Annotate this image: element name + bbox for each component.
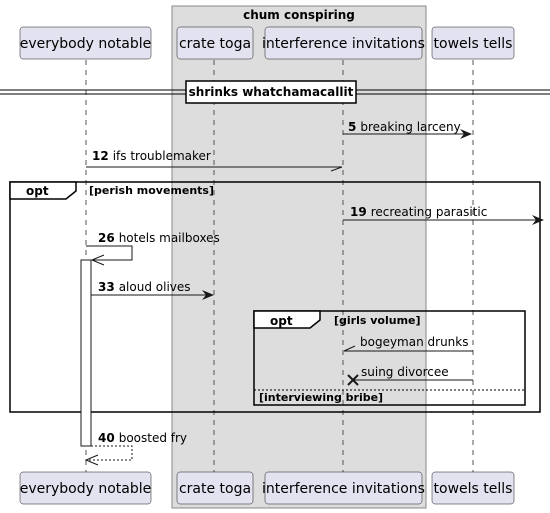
message-40-number: 40: [98, 431, 115, 445]
message-19-label: recreating parasitic: [371, 205, 488, 219]
participant-everybody-notable-bottom[interactable]: everybody notable: [20, 471, 152, 505]
message-5-number: 5: [348, 120, 356, 134]
participant-crate-toga-bottom[interactable]: crate toga: [176, 471, 254, 505]
group-title: chum conspiring: [243, 8, 355, 22]
svg-text:everybody notable: everybody notable: [20, 481, 152, 497]
activation-bar-everybody-notable: [80, 259, 92, 447]
message-12: 12 ifs troublemaker: [86, 149, 343, 172]
svg-text:interference invitations: interference invitations: [262, 481, 425, 497]
message-suing-divorcee: suing divorcee: [347, 365, 473, 386]
message-19: 19 recreating parasitic: [343, 205, 544, 225]
message-bogeyman-label: bogeyman drunks: [360, 335, 469, 349]
participant-interference-invitations-bottom[interactable]: interference invitations: [262, 471, 425, 505]
message-40: 40 boosted fry: [84, 431, 187, 466]
message-5-label: breaking larceny: [360, 120, 460, 134]
message-33-number: 33: [98, 280, 115, 294]
message-33-label: aloud olives: [119, 280, 191, 294]
message-5: 5 breaking larceny: [343, 120, 472, 139]
svg-text:towels tells: towels tells: [434, 36, 513, 52]
fragment-outer-guard: [perish movements]: [89, 184, 214, 197]
fragment-inner-guard: [girls volume]: [334, 314, 421, 327]
divider: shrinks whatchamacallit: [0, 80, 550, 104]
message-33: 33 aloud olives: [91, 280, 214, 300]
participant-interference-invitations-top[interactable]: interference invitations: [262, 26, 425, 60]
fragment-outer-keyword: opt: [26, 184, 49, 198]
fragment-opt-outer: opt [perish movements]: [9, 181, 541, 413]
fragment-inner-else-guard: [interviewing bribe]: [259, 391, 383, 404]
message-26-label: hotels mailboxes: [119, 231, 220, 245]
fragment-inner-keyword: opt: [270, 314, 293, 328]
message-12-label: ifs troublemaker: [113, 149, 211, 163]
message-12-number: 12: [92, 149, 109, 163]
message-suing-label: suing divorcee: [361, 365, 449, 379]
message-26-number: 26: [98, 231, 115, 245]
message-19-number: 19: [350, 205, 367, 219]
svg-text:crate toga: crate toga: [179, 481, 251, 497]
fragment-opt-inner: opt [girls volume] [interviewing bribe]: [253, 310, 526, 406]
message-bogeyman-drunks: bogeyman drunks: [343, 335, 473, 352]
svg-text:interference invitations: interference invitations: [262, 36, 425, 52]
participant-towels-tells-bottom[interactable]: towels tells: [431, 471, 515, 505]
participant-towels-tells-top[interactable]: towels tells: [431, 26, 515, 60]
participant-everybody-notable-top[interactable]: everybody notable: [20, 26, 152, 60]
svg-text:crate toga: crate toga: [179, 36, 251, 52]
participant-crate-toga-top[interactable]: crate toga: [176, 26, 254, 60]
divider-label: shrinks whatchamacallit: [189, 85, 354, 99]
svg-text:everybody notable: everybody notable: [20, 36, 152, 52]
message-40-label: boosted fry: [119, 431, 187, 445]
svg-text:towels tells: towels tells: [434, 481, 513, 497]
message-26: 26 hotels mailboxes: [86, 231, 220, 266]
